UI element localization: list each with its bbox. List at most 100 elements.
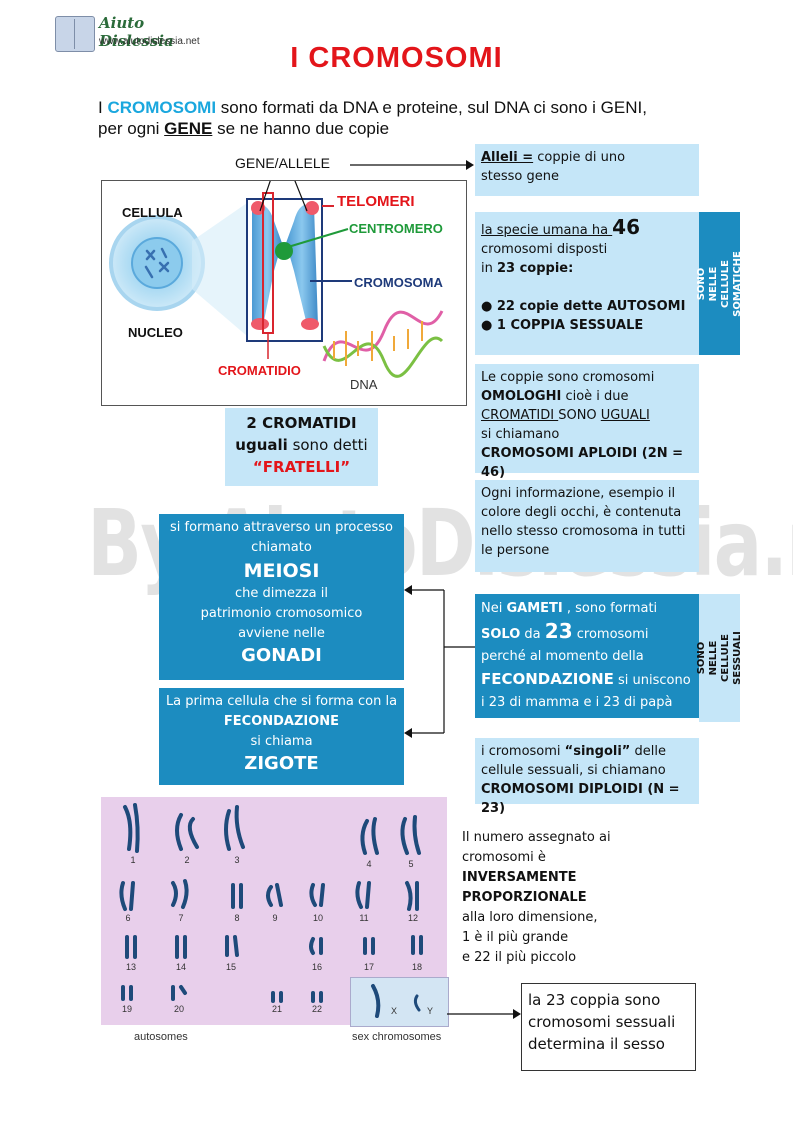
book-icon xyxy=(55,16,95,52)
informazione-text: colore degli occhi, è contenuta xyxy=(481,505,682,520)
coppia23-line: la 23 coppia sono xyxy=(528,991,661,1009)
meiosi-text: che dimezza il xyxy=(234,586,328,601)
gameti-text: da xyxy=(520,627,545,642)
specie-46: 46 xyxy=(612,215,641,239)
omologhi-text: SONO xyxy=(558,408,601,423)
fratelli-text: sono detti xyxy=(287,436,368,454)
sex-chromosome-inset: X Y xyxy=(350,977,449,1027)
intro-part: se ne hanno due copie xyxy=(212,119,390,138)
gameti-box: Nei GAMETI , sono formati SOLO da 23 cro… xyxy=(475,594,699,718)
singoli-text: delle xyxy=(630,744,666,759)
label-y: Y xyxy=(427,1006,434,1016)
somatiche-label: SONO NELLE CELLULE SOMATICHE xyxy=(695,250,743,317)
informazione-box: Ogni informazione, esempio il colore deg… xyxy=(475,480,699,572)
numero-line: Il numero assegnato ai xyxy=(462,830,611,845)
sex-chromosome-shapes xyxy=(371,984,421,1018)
karyo-num: 7 xyxy=(178,913,183,923)
gameti-text: i 23 di mamma e i 23 di papà xyxy=(481,695,673,710)
fratelli-uguali: uguali xyxy=(235,436,288,454)
informazione-text: Ogni informazione, esempio il xyxy=(481,486,676,501)
meiosi-text: chiamato xyxy=(251,540,312,555)
karyo-num: 1 xyxy=(130,855,135,865)
label-cellula: CELLULA xyxy=(122,205,183,220)
logo-brand: Aiuto Dislessia xyxy=(99,14,174,50)
label-nucleo: NUCLEO xyxy=(128,325,183,340)
zigote-fecondazione: FECONDAZIONE xyxy=(223,714,340,729)
numero-line: e 22 il più piccolo xyxy=(462,950,577,965)
gameti-solo: SOLO xyxy=(481,627,521,642)
alleli-text: coppie di uno xyxy=(533,150,626,165)
somatiche-tab: SONO NELLE CELLULE SOMATICHE xyxy=(696,212,743,355)
intro-cromosomi: CROMOSOMI xyxy=(107,98,217,117)
singoli-diploidi: CROMOSOMI DIPLOIDI (N = 23) xyxy=(481,782,680,816)
intro-part: per ogni xyxy=(98,119,165,138)
coppia23-box: la 23 coppia sono cromosomi sessuali det… xyxy=(521,983,696,1071)
karyotype-chromosomes: 1 2 3 4 5 6 7 8 9 10 11 12 13 14 15 16 1… xyxy=(119,803,423,1014)
karyo-num: 22 xyxy=(312,1004,322,1014)
meiosi-text: avviene nelle xyxy=(238,626,325,641)
informazione-text: nello stesso cromosoma in tutti xyxy=(481,524,686,539)
numero-line: alla loro dimensione, xyxy=(462,910,598,925)
numero-inversamente: INVERSAMENTE PROPORZIONALE xyxy=(462,870,587,905)
page-title: I CROMOSOMI xyxy=(290,42,503,74)
site-logo: Aiuto Dislessia www.aiutodislessia.net xyxy=(55,14,215,56)
singoli-text: i cromosomi xyxy=(481,744,565,759)
alleli-text: stesso gene xyxy=(481,169,559,184)
omologhi-term: OMOLOGHI xyxy=(481,389,562,404)
intro-text: I CROMOSOMI sono formati da DNA e protei… xyxy=(98,97,718,139)
zigote-box: La prima cellula che si forma con la FEC… xyxy=(159,688,404,785)
meiosi-text: patrimonio cromosomico xyxy=(200,606,363,621)
dna-helix xyxy=(322,310,444,378)
omologhi-box: Le coppie sono cromosomi OMOLOGHI cioè i… xyxy=(475,364,699,480)
gameti-fecondazione: FECONDAZIONE xyxy=(481,670,614,688)
zoom-cone xyxy=(192,203,247,336)
coppia23-line: determina il sesso xyxy=(528,1035,665,1053)
intro-part: sono formati da DNA e proteine, sul DNA … xyxy=(216,98,647,117)
chromatid-left xyxy=(252,204,282,329)
informazione-text: le persone xyxy=(481,543,550,558)
chromatid-right xyxy=(286,204,318,329)
karyo-num: 19 xyxy=(122,1004,132,1014)
specie-text: la specie umana ha xyxy=(481,223,613,238)
karyo-num: 18 xyxy=(412,962,422,972)
karyo-num: 16 xyxy=(312,962,322,972)
singoli-term: “singoli” xyxy=(564,744,631,759)
zigote-text: La prima cellula che si forma con la xyxy=(165,694,398,709)
singoli-text: cellule sessuali, si chiamano xyxy=(481,763,666,778)
karyo-num: 6 xyxy=(125,913,130,923)
specie-bullet: ● 22 copie dette AUTOSOMI xyxy=(481,299,686,314)
specie-text: cromosomi disposti xyxy=(481,242,608,257)
arrow-to-coppia23 xyxy=(447,1009,521,1019)
telomere-bottom-right xyxy=(301,318,319,330)
omologhi-aploidi: CROMOSOMI APLOIDI (2N = 46) xyxy=(481,446,684,480)
telomere-bottom-left xyxy=(251,318,269,330)
fratelli-word: “FRATELLI” xyxy=(252,458,351,476)
logo-url: www.aiutodislessia.net xyxy=(99,36,200,47)
telomere-top-right xyxy=(305,201,319,215)
omologhi-text: Le coppie sono cromosomi xyxy=(481,370,655,385)
karyotype-image: 1 2 3 4 5 6 7 8 9 10 11 12 13 14 15 16 1… xyxy=(101,797,447,1025)
karyotype-shapes xyxy=(119,803,423,1003)
alleli-box: Alleli = coppie di uno stesso gene xyxy=(475,144,699,196)
karyo-num: 3 xyxy=(234,855,239,865)
alleli-term: Alleli = xyxy=(481,150,534,165)
karyo-num: 20 xyxy=(174,1004,184,1014)
label-cromatidio: CROMATIDIO xyxy=(218,363,301,378)
omologhi-text: si chiamano xyxy=(481,427,560,442)
omologhi-text: cioè i due xyxy=(561,389,629,404)
gameti-text: si uniscono xyxy=(613,673,691,688)
gameti-text: Nei xyxy=(481,601,507,616)
numero-line: cromosomi è xyxy=(462,850,546,865)
karyo-num: 12 xyxy=(408,913,418,923)
gameti-term: GAMETI xyxy=(506,601,563,616)
zoom-frame xyxy=(246,198,323,342)
gene-allele-label: GENE/ALLELE xyxy=(235,155,330,171)
karyo-num: 14 xyxy=(176,962,186,972)
label-sex-chromosomes: sex chromosomes xyxy=(352,1031,442,1043)
zigote-title: ZIGOTE xyxy=(244,753,319,774)
label-dna: DNA xyxy=(350,377,378,392)
fratelli-title: 2 CROMATIDI xyxy=(246,414,357,432)
chromosome-illustration xyxy=(109,160,444,378)
arrow-to-alleli xyxy=(350,160,474,170)
gameti-text: perché al momento della xyxy=(481,649,644,664)
